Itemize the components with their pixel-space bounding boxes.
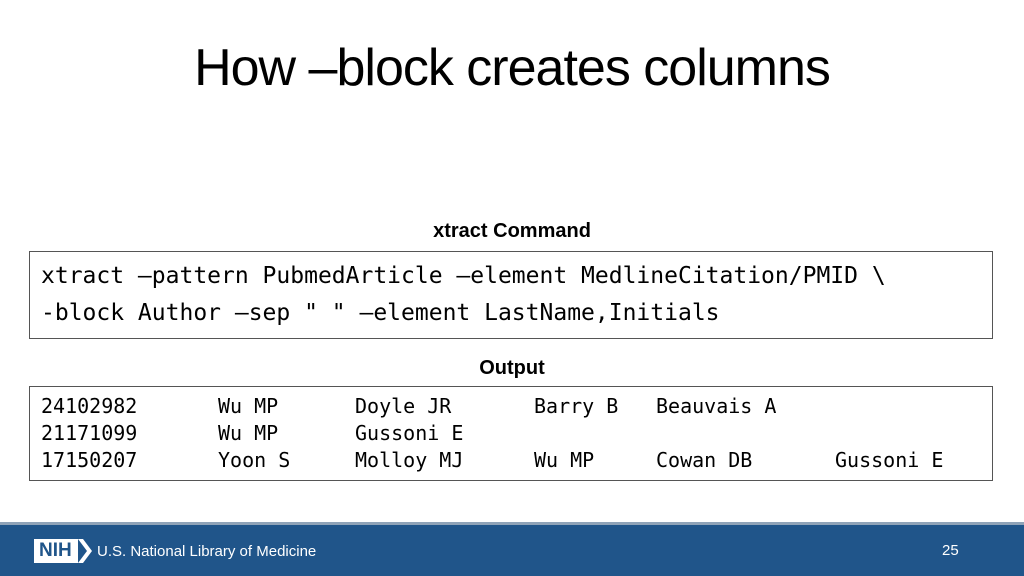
output-cell-author — [835, 393, 985, 420]
output-row: 21171099 Wu MP Gussoni E — [41, 420, 992, 447]
output-label: Output — [479, 357, 545, 379]
output-cell-author: Beauvais A — [656, 394, 777, 418]
output-cell-author: Gussoni E — [835, 448, 944, 472]
output-cell-pmid: 21171099 — [41, 421, 138, 445]
slide-title: How –block creates columns — [194, 39, 831, 97]
command-line-1: xtract –pattern PubmedArticle –element M… — [41, 263, 886, 289]
output-cell-author: Wu MP — [218, 421, 279, 445]
output-cell-author: Cowan DB — [656, 448, 753, 472]
footer-bar: NIH U.S. National Library of Medicine 25 — [0, 522, 1024, 576]
nih-logo-text: NIH — [34, 539, 78, 563]
output-cell-author: Doyle JR — [355, 394, 452, 418]
output-cell-author: Barry B — [534, 394, 619, 418]
output-cell-pmid: 24102982 — [41, 394, 138, 418]
nih-logo: NIH — [34, 539, 92, 563]
output-row: 17150207 Yoon S Molloy MJ Wu MP Cowan DB… — [41, 447, 992, 474]
output-cell-author: Wu MP — [534, 448, 595, 472]
output-cell-author — [656, 420, 835, 447]
command-label: xtract Command — [433, 220, 591, 242]
page-number: 25 — [942, 542, 959, 559]
output-cell-author: Yoon S — [218, 448, 291, 472]
output-cell-author: Wu MP — [218, 394, 279, 418]
nih-chevron-icon — [77, 539, 92, 563]
output-cell-pmid: 17150207 — [41, 448, 138, 472]
org-name: U.S. National Library of Medicine — [97, 543, 317, 560]
output-box: 24102982 Wu MP Doyle JR Barry B Beauvais… — [29, 386, 993, 481]
output-cell-author: Gussoni E — [355, 421, 464, 445]
output-cell-author: Molloy MJ — [355, 448, 464, 472]
output-cell-author — [534, 420, 656, 447]
output-row: 24102982 Wu MP Doyle JR Barry B Beauvais… — [41, 393, 992, 420]
command-line-2: -block Author –sep " " –element LastName… — [41, 300, 720, 326]
output-cell-author — [835, 420, 985, 447]
command-box: xtract –pattern PubmedArticle –element M… — [29, 251, 993, 339]
